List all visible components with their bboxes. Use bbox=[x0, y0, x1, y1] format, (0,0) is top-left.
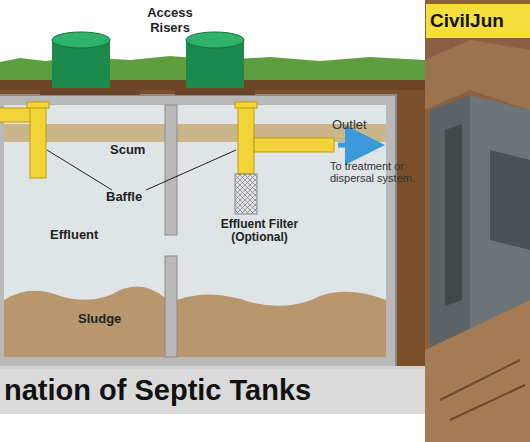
tank-interior bbox=[4, 105, 386, 357]
part-label: Effluent Filter (Optional) bbox=[212, 218, 307, 245]
access-riser bbox=[186, 32, 244, 95]
construction-photo bbox=[425, 0, 530, 442]
part-label: Baffle bbox=[106, 190, 156, 205]
leader-line bbox=[146, 150, 236, 190]
leader-line bbox=[47, 150, 112, 190]
note-label: To treatment or dispersal system. bbox=[330, 160, 425, 185]
caption-text: nation of Septic Tanks bbox=[4, 374, 311, 407]
sludge-layer bbox=[4, 286, 386, 357]
effluent-filter bbox=[235, 174, 257, 214]
soil bbox=[0, 84, 425, 369]
layer-label: Scum bbox=[110, 143, 160, 158]
outlet-label: Outlet bbox=[332, 118, 392, 133]
logo-box: CivilJun bbox=[426, 4, 530, 38]
outlet-arrow bbox=[338, 143, 375, 148]
access-riser bbox=[52, 32, 110, 95]
caption-banner: nation of Septic Tanks bbox=[0, 366, 425, 414]
outlet-baffle bbox=[235, 102, 334, 174]
tank-wall bbox=[0, 95, 396, 367]
soil-edge bbox=[40, 88, 255, 95]
inlet-baffle bbox=[0, 102, 49, 178]
logo-text: CivilJun bbox=[430, 10, 504, 32]
layer-label: Effluent bbox=[50, 228, 120, 243]
partition-wall bbox=[165, 105, 177, 235]
partition-wall bbox=[165, 256, 177, 357]
riser-label: Access Risers bbox=[140, 6, 200, 35]
caption-band bbox=[0, 366, 425, 414]
layer-label: Sludge bbox=[78, 312, 138, 327]
